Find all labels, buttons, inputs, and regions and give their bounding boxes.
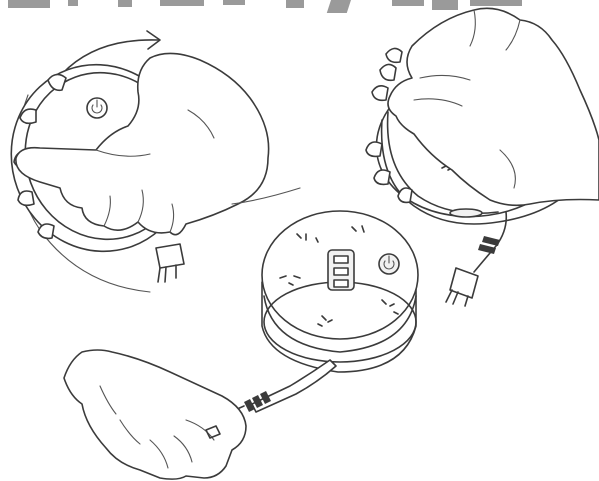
power-button-icon-3 [379, 254, 399, 274]
power-button-icon [87, 98, 107, 118]
center-outlet [328, 250, 354, 290]
step-twist-open [0, 31, 300, 292]
cord-strain-relief [478, 236, 500, 254]
plug-icon [156, 244, 184, 282]
plug-icon-2 [446, 268, 478, 306]
step-pull-cord [64, 211, 418, 479]
hand-icon-3 [64, 350, 246, 479]
top-banner-fragment [8, 0, 522, 13]
